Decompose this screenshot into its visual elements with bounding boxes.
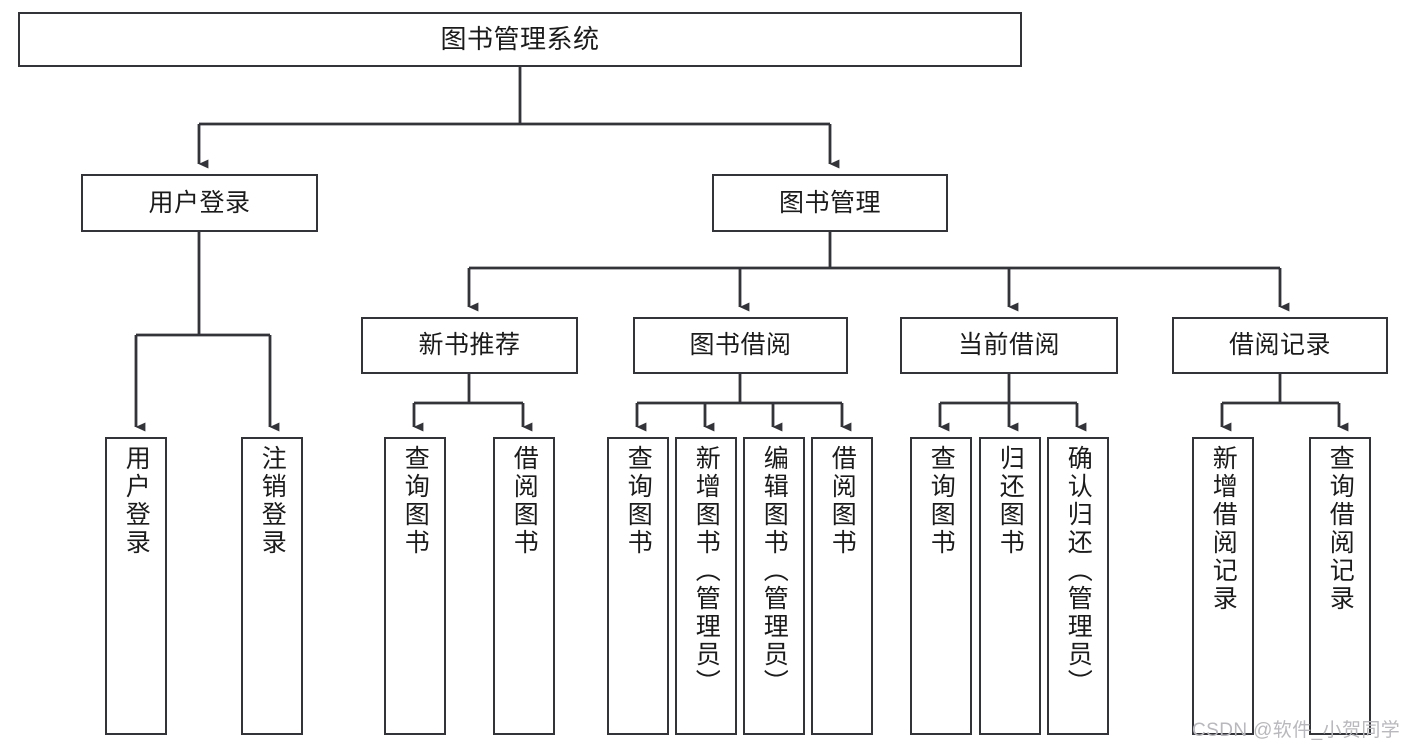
leaf-user-login-login[interactable]: 用户登录 bbox=[105, 437, 167, 735]
node-label: 用户登录 bbox=[122, 445, 151, 557]
node-borrow-record[interactable]: 借阅记录 bbox=[1172, 317, 1388, 374]
node-label: 借阅记录 bbox=[1228, 331, 1331, 359]
node-label: 新增图书（管理员） bbox=[692, 445, 721, 697]
leaf-new-book-query-books[interactable]: 查询图书 bbox=[384, 437, 446, 735]
leaf-user-login-logout[interactable]: 注销登录 bbox=[241, 437, 303, 735]
node-label: 确认归还（管理员） bbox=[1064, 445, 1093, 697]
node-label: 查询图书 bbox=[927, 445, 956, 557]
csdn-watermark: CSDN @软件_小贺同学 bbox=[1192, 720, 1401, 741]
leaf-book-borrow-add-book-admin[interactable]: 新增图书（管理员） bbox=[675, 437, 737, 735]
leaf-current-borrow-query-books[interactable]: 查询图书 bbox=[910, 437, 972, 735]
node-label: 归还图书 bbox=[996, 445, 1025, 557]
node-label: 借阅图书 bbox=[510, 445, 539, 557]
node-label: 当前借阅 bbox=[957, 331, 1060, 359]
leaf-book-borrow-borrow-books[interactable]: 借阅图书 bbox=[811, 437, 873, 735]
leaf-book-borrow-edit-book-admin[interactable]: 编辑图书（管理员） bbox=[743, 437, 805, 735]
node-current-borrow[interactable]: 当前借阅 bbox=[900, 317, 1118, 374]
node-label: 查询借阅记录 bbox=[1326, 445, 1355, 613]
node-label: 注销登录 bbox=[258, 445, 287, 557]
node-label: 图书管理 bbox=[778, 188, 881, 217]
node-book-borrow[interactable]: 图书借阅 bbox=[633, 317, 848, 374]
node-user-login[interactable]: 用户登录 bbox=[81, 174, 318, 232]
node-new-book-recommendation[interactable]: 新书推荐 bbox=[361, 317, 578, 374]
node-label: 查询图书 bbox=[401, 445, 430, 557]
leaf-book-borrow-query-books[interactable]: 查询图书 bbox=[607, 437, 669, 735]
leaf-new-book-borrow-books[interactable]: 借阅图书 bbox=[493, 437, 555, 735]
leaf-borrow-record-add-record[interactable]: 新增借阅记录 bbox=[1192, 437, 1254, 735]
node-book-management[interactable]: 图书管理 bbox=[712, 174, 948, 232]
node-label: 图书管理系统 bbox=[440, 24, 600, 55]
leaf-current-borrow-return-books[interactable]: 归还图书 bbox=[979, 437, 1041, 735]
node-label: 借阅图书 bbox=[828, 445, 857, 557]
node-label: 用户登录 bbox=[148, 188, 251, 217]
node-root-book-management-system[interactable]: 图书管理系统 bbox=[18, 12, 1022, 67]
leaf-current-borrow-confirm-return-admin[interactable]: 确认归还（管理员） bbox=[1047, 437, 1109, 735]
node-label: 新书推荐 bbox=[418, 331, 521, 359]
node-label: 编辑图书（管理员） bbox=[760, 445, 789, 697]
node-label: 图书借阅 bbox=[689, 331, 792, 359]
node-label: 新增借阅记录 bbox=[1209, 445, 1238, 613]
leaf-borrow-record-query-record[interactable]: 查询借阅记录 bbox=[1309, 437, 1371, 735]
node-label: 查询图书 bbox=[624, 445, 653, 557]
